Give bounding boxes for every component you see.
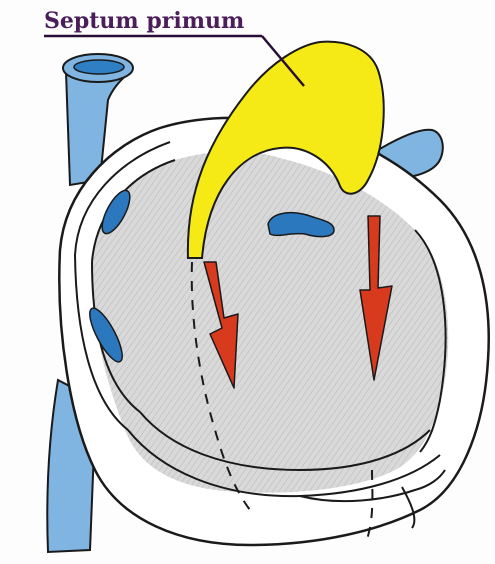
- septum-primum-label-text: Septum primum: [44, 8, 244, 34]
- heart-body: [59, 118, 488, 545]
